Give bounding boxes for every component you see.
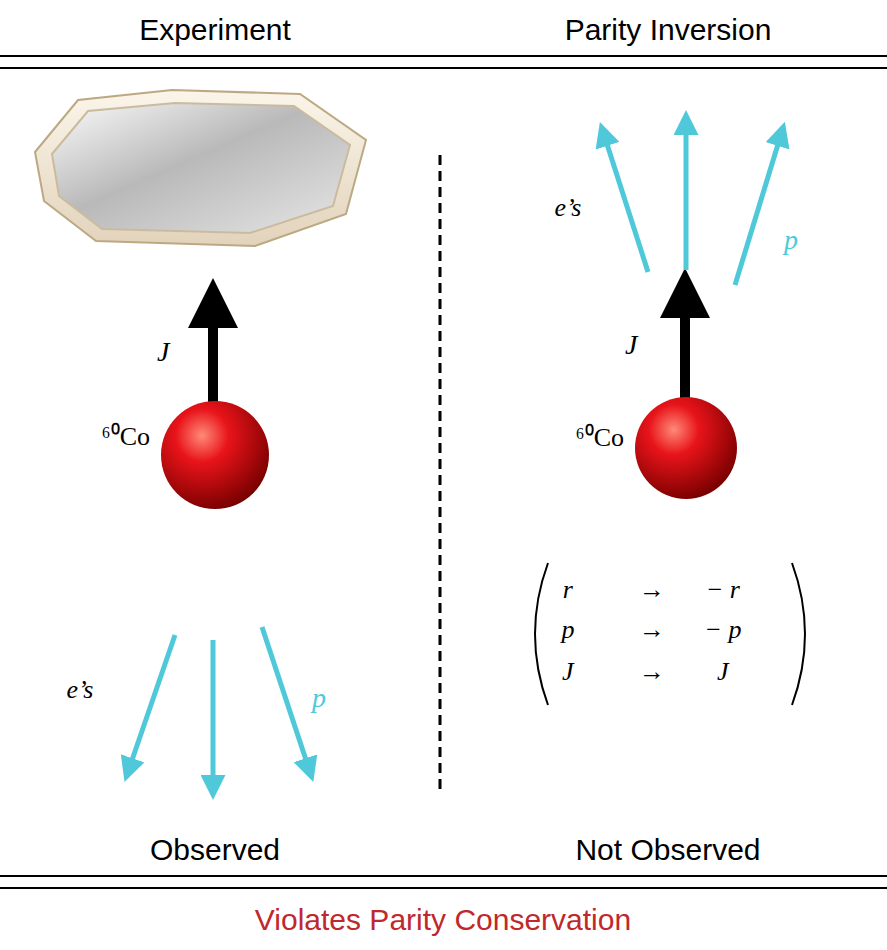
spin-arrows	[213, 308, 685, 405]
matrix-cell: r⃗	[563, 575, 593, 605]
nucleus-sphere	[160, 400, 270, 510]
matrix-arrow: →	[639, 575, 665, 605]
column-heading: Parity Inversion	[565, 13, 772, 48]
outcome-label: Observed	[150, 833, 280, 868]
electron-arrows	[131, 130, 779, 780]
matrix-brackets	[535, 563, 805, 705]
cobalt-nucleus: ⁶⁰Co	[160, 400, 270, 510]
matrix-cell: − p⃗	[704, 615, 761, 645]
dashed-divider	[439, 155, 442, 790]
rule-lines	[0, 56, 887, 888]
mirror	[35, 90, 366, 246]
caption: Violates Parity Conservation	[255, 903, 631, 938]
matrix-cell: J⃗	[562, 657, 594, 687]
outcome-label: Not Observed	[575, 833, 760, 868]
electron-label: e’s	[67, 675, 94, 705]
cobalt-nucleus: ⁶⁰Co	[634, 396, 738, 500]
isotope-label: ⁶⁰Co	[576, 418, 624, 454]
momentum-symbol: p⃗	[784, 224, 820, 256]
matrix-cell: − r⃗	[706, 575, 760, 605]
spin-symbol: J⃗	[625, 329, 659, 361]
column-heading: Experiment	[139, 13, 291, 48]
matrix-arrow: →	[639, 615, 665, 645]
momentum-symbol: p⃗	[312, 682, 348, 714]
matrix-cell: J⃗	[717, 657, 749, 687]
matrix-arrow: →	[639, 657, 665, 687]
electron-label: e’s	[555, 193, 582, 223]
nucleus-sphere	[161, 401, 269, 509]
spin-symbol: J⃗	[157, 336, 191, 368]
isotope-label: ⁶⁰Co	[102, 417, 150, 453]
matrix-cell: p⃗	[561, 615, 594, 645]
nucleus-sphere	[635, 397, 737, 499]
nucleus-sphere	[634, 396, 738, 500]
